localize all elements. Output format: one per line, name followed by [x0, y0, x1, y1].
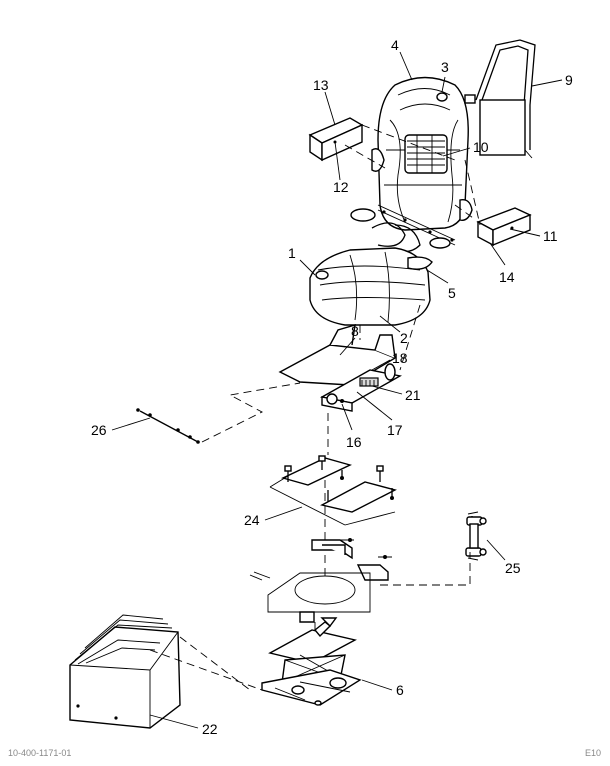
leader-lines — [111, 51, 563, 729]
callout-16: 16 — [346, 434, 362, 450]
callout-1: 1 — [288, 245, 296, 261]
lumbar-grille — [404, 134, 448, 174]
mounting-plate — [249, 538, 392, 628]
callout-12: 12 — [333, 179, 349, 195]
callout-14: 14 — [499, 269, 515, 285]
callout-22: 22 — [202, 721, 218, 737]
callout-18: 18 — [392, 350, 408, 366]
shock-absorber — [465, 511, 487, 561]
callout-26: 26 — [91, 422, 107, 438]
callout-21: 21 — [405, 387, 421, 403]
seat-cushion — [309, 247, 433, 326]
callout-6: 6 — [396, 682, 404, 698]
rail-fasteners — [284, 455, 394, 502]
callout-3: 3 — [441, 59, 449, 75]
callout-labels: 1 2 3 4 5 6 8 9 10 11 12 13 14 16 17 18 … — [91, 37, 573, 737]
suspension-base — [261, 621, 362, 706]
suspension-skirt — [69, 614, 181, 729]
assembly-lines — [149, 124, 481, 691]
callout-25: 25 — [505, 560, 521, 576]
callout-8: 8 — [351, 323, 359, 339]
callout-11: 11 — [543, 228, 558, 244]
callout-13: 13 — [313, 77, 329, 93]
handle-rod — [136, 408, 200, 444]
slide-rails — [269, 455, 397, 526]
callout-9: 9 — [565, 72, 573, 88]
callout-5: 5 — [448, 285, 456, 301]
page-code: E10 — [585, 748, 602, 758]
callout-10: 10 — [473, 139, 489, 155]
armrest-left — [308, 117, 364, 162]
callout-24: 24 — [244, 512, 260, 528]
callout-4: 4 — [391, 37, 399, 53]
back-bracket — [464, 39, 536, 159]
callout-2: 2 — [400, 330, 408, 346]
figure-id: 10-400-1171-01 — [8, 748, 72, 758]
slide-frame — [278, 324, 402, 412]
armrest-right — [476, 207, 532, 247]
callout-17: 17 — [387, 422, 403, 438]
